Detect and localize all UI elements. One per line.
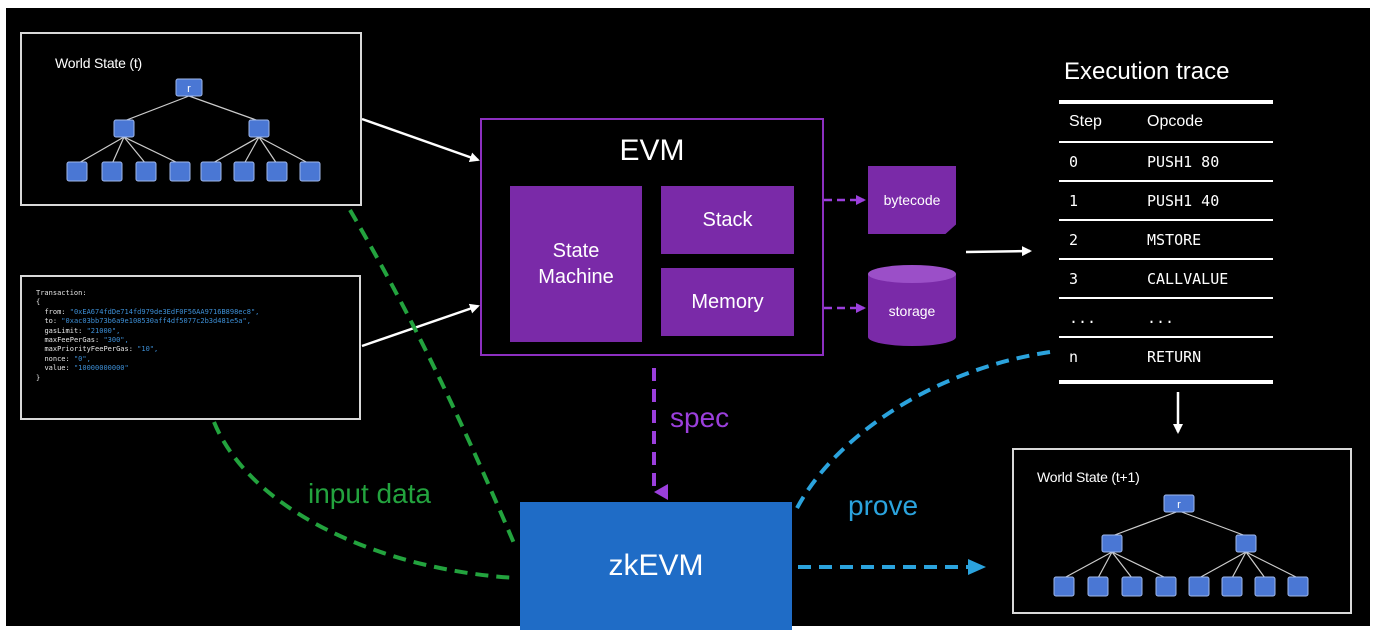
tree-leaf-node [1053, 576, 1075, 597]
tree-leaf-node [233, 161, 255, 182]
state-machine-block: State Machine [510, 186, 642, 342]
trace-top-rule [1059, 100, 1273, 104]
execution-trace-title: Execution trace [1064, 58, 1230, 85]
tree-leaf-node [1287, 576, 1309, 597]
trace-step: n [1069, 348, 1079, 366]
trace-step: 2 [1069, 231, 1079, 249]
world-state-t-tree-nodes [66, 78, 321, 182]
world-state-t1-root-label: r [1177, 499, 1181, 511]
storage-label: storage [888, 303, 936, 319]
arrow-evm-to-trace [965, 246, 1032, 257]
tree-leaf-node [1087, 576, 1109, 597]
transaction-code: Transaction: { from: "0xEA674fdDe714fd97… [36, 289, 260, 382]
storage-cylinder-shape [868, 265, 956, 346]
tx-header: Transaction: [36, 289, 87, 297]
zkevm-block: zkEVM [520, 502, 792, 630]
tree-leaf-node [66, 161, 88, 182]
tree-inner-node [248, 119, 270, 138]
tree-leaf-node [1254, 576, 1276, 597]
trace-header-opcode: Opcode [1147, 113, 1204, 130]
trace-row: 0 PUSH1 80 [1059, 143, 1273, 182]
tree-root-node [1163, 494, 1195, 513]
world-state-t1-tree-nodes [1053, 494, 1309, 597]
trace-row: 1 PUSH1 40 [1059, 182, 1273, 221]
stack-block: Stack [661, 186, 794, 254]
prove-label: prove [848, 490, 919, 521]
storage-block: storage [868, 265, 956, 345]
tree-leaf-node [1121, 576, 1143, 597]
tx-open-brace: { [36, 298, 41, 307]
prove-line-from-trace [792, 350, 1051, 515]
world-state-t-tree-edges [76, 95, 311, 165]
evm-box: EVM [480, 118, 824, 356]
tree-inner-node [113, 119, 135, 138]
tree-leaf-node [1221, 576, 1243, 597]
tree-leaf-node [299, 161, 321, 182]
trace-header-row: Step Opcode [1059, 104, 1273, 143]
arrow-world-state-to-evm [361, 117, 480, 163]
bytecode-block: bytecode [868, 166, 956, 234]
arrow-transaction-to-evm [361, 303, 480, 348]
memory-block: Memory [661, 268, 794, 336]
tree-root-node [175, 78, 203, 97]
input-data-line-from-world-state [348, 208, 518, 549]
evm-title: EVM [619, 134, 685, 167]
tree-leaf-node [135, 161, 157, 182]
trace-opcode: RETURN [1147, 348, 1202, 366]
trace-bottom-rule [1059, 380, 1273, 384]
trace-step: 3 [1069, 270, 1079, 288]
tree-inner-node [1235, 534, 1257, 553]
tree-leaf-node [1188, 576, 1210, 597]
trace-row: 2 MSTORE [1059, 221, 1273, 260]
state-machine-label: State Machine [538, 240, 614, 288]
tree-leaf-node [169, 161, 191, 182]
trace-opcode: ... [1147, 309, 1175, 327]
trace-header-step: Step [1069, 113, 1102, 130]
tree-leaf-node [200, 161, 222, 182]
world-state-t1-tree-edges [1063, 510, 1299, 579]
execution-trace-table: Step Opcode 0 PUSH1 80 1 PUSH1 40 2 MSTO… [1059, 100, 1273, 377]
trace-step: 0 [1069, 153, 1079, 171]
spec-label: spec [670, 402, 730, 433]
trace-row: n RETURN [1059, 338, 1273, 377]
tx-close-brace: } [36, 373, 41, 382]
world-state-t-panel [20, 32, 362, 206]
input-data-line-from-transaction [212, 421, 517, 580]
world-state-t1-panel [1012, 448, 1352, 614]
trace-opcode: MSTORE [1147, 231, 1202, 249]
world-state-t-title: World State (t) [55, 55, 142, 71]
trace-row: 3 CALLVALUE [1059, 260, 1273, 299]
tree-leaf-node [101, 161, 123, 182]
trace-step: 1 [1069, 192, 1079, 210]
tree-leaf-node [266, 161, 288, 182]
trace-opcode: PUSH1 80 [1147, 153, 1220, 171]
transaction-panel: Transaction: { from: "0xEA674fdDe714fd97… [20, 275, 361, 420]
world-state-t1-title: World State (t+1) [1037, 469, 1140, 485]
trace-step: ... [1069, 309, 1097, 327]
trace-opcode: PUSH1 40 [1147, 192, 1220, 210]
input-data-label: input data [308, 478, 431, 509]
world-state-t-root-label: r [187, 83, 191, 95]
tree-leaf-node [1155, 576, 1177, 597]
tree-inner-node [1101, 534, 1123, 553]
trace-row: ... ... [1059, 299, 1273, 338]
trace-opcode: CALLVALUE [1147, 270, 1229, 288]
